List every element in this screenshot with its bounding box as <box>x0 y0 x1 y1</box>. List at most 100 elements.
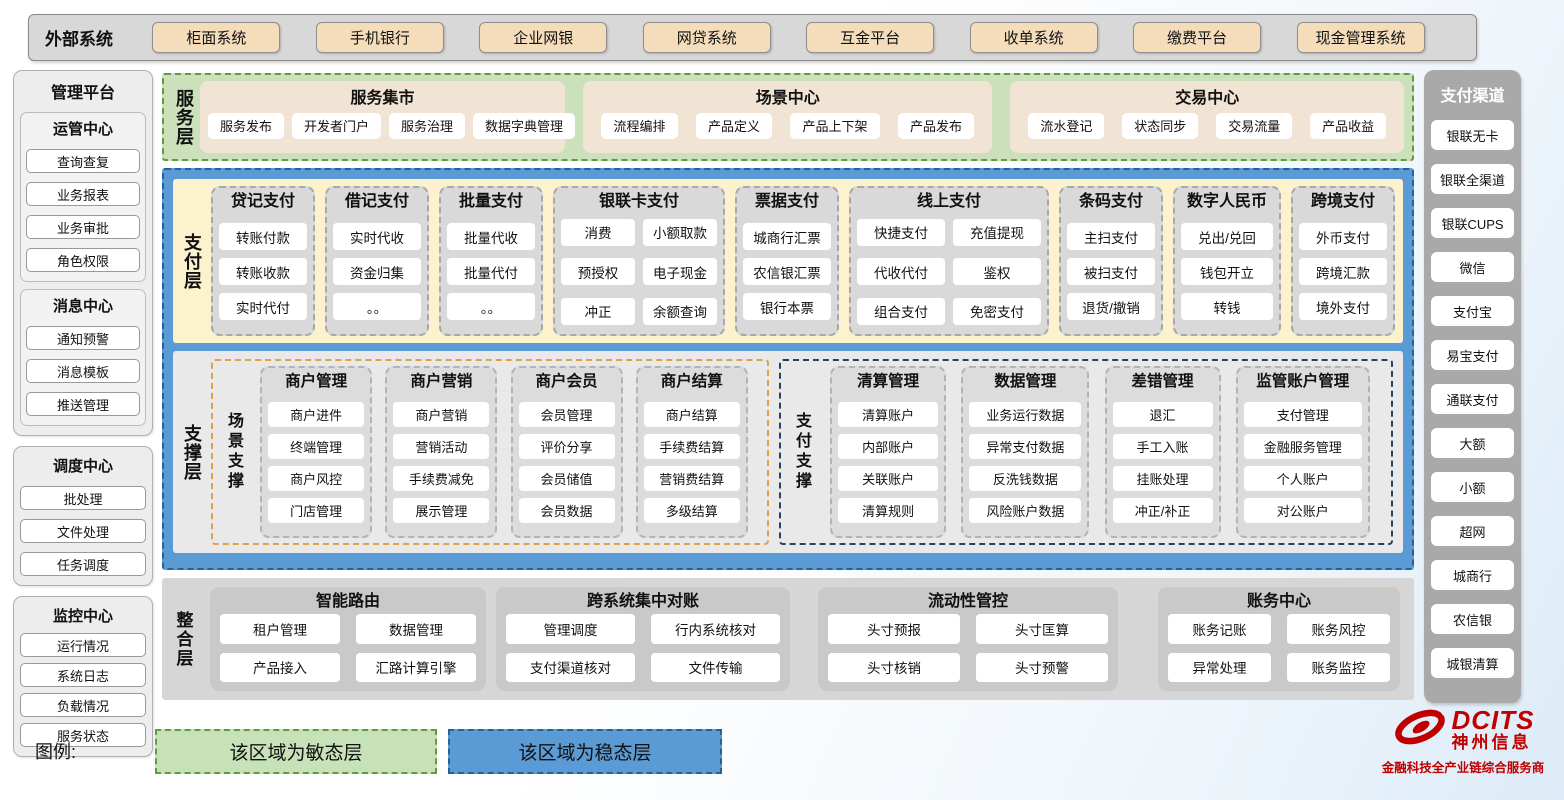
payment-column-credit: 贷记支付 转账付款 转账收款 实时代付 <box>211 186 315 336</box>
payment-function-box: 转账收款 <box>219 258 307 285</box>
column-title: 数字人民币 <box>1186 193 1267 210</box>
external-systems-label: 外部系统 <box>45 30 113 49</box>
group-monitoring-center: 监控中心 运行情况 系统日志 负载情况 服务状态 <box>13 596 153 757</box>
service-layer: 服务层 服务集市 服务发布 开发者门户 服务治理 数据字典管理 场景中心 流程编… <box>162 73 1414 161</box>
payment-function-box: 转账付款 <box>219 223 307 250</box>
group-title: 运管中心 <box>52 121 113 138</box>
service-function-box: 流水登记 <box>1028 112 1105 139</box>
support-function-box: 会员储值 <box>518 466 615 491</box>
management-function-box: 系统日志 <box>20 663 146 687</box>
management-function-box: 推送管理 <box>26 392 140 416</box>
integration-function-box: 产品接入 <box>220 652 340 682</box>
layer-label: 支撑层 <box>182 423 202 481</box>
service-function-box: 交易流量 <box>1216 112 1293 139</box>
payment-channels-title: 支付渠道 <box>1440 88 1505 105</box>
external-system-box: 收单系统 <box>969 22 1098 53</box>
payment-column-crossborder: 跨境支付 外币支付 跨境汇款 境外支付 <box>1291 186 1395 336</box>
integration-function-box: 头寸预警 <box>976 652 1108 682</box>
payment-function-box: 余额查询 <box>643 297 717 325</box>
support-function-box: 商户进件 <box>268 402 365 427</box>
channel-box: 城商行 <box>1431 560 1514 590</box>
service-function-box: 产品发布 <box>897 112 974 139</box>
integration-function-box: 数据管理 <box>356 614 476 644</box>
group-title: 交易中心 <box>1175 90 1240 107</box>
integration-function-box: 账务监控 <box>1287 652 1390 682</box>
support-function-box: 清算账户 <box>838 402 939 427</box>
management-platform-top-panel: 管理平台 运管中心 查询查复 业务报表 业务审批 角色权限 消息中心 通知预警 … <box>13 70 153 436</box>
service-group-market: 服务集市 服务发布 开发者门户 服务治理 数据字典管理 <box>200 81 576 153</box>
external-systems-list: 柜面系统 手机银行 企业网银 网贷系统 互金平台 收单系统 缴费平台 现金管理系… <box>117 22 1460 53</box>
support-function-box: 手续费结算 <box>643 434 740 459</box>
channel-box: 支付宝 <box>1431 296 1514 326</box>
service-function-box: 产品定义 <box>695 112 772 139</box>
support-layer: 支撑层 场景支撑 商户管理 商户进件 终端管理 商户风控 门店管理 商户营销 商… <box>173 351 1403 553</box>
payment-support-section: 支付支撑 清算管理 清算账户 内部账户 关联账户 清算规则 数据管理 业务运行数… <box>779 359 1393 545</box>
column-title: 批量支付 <box>458 193 523 210</box>
management-function-box: 查询查复 <box>26 149 140 173</box>
management-function-box: 角色权限 <box>26 248 140 272</box>
payment-function-box: 银行本票 <box>743 293 831 320</box>
external-system-box: 柜面系统 <box>152 22 281 53</box>
support-function-box: 门店管理 <box>268 498 365 523</box>
service-function-box: 状态同步 <box>1122 112 1199 139</box>
payment-function-box: 兑出/兑回 <box>1181 223 1273 250</box>
support-function-box: 商户风控 <box>268 466 365 491</box>
support-column-error-mgmt: 差错管理 退汇 手工入账 挂账处理 冲正/补正 <box>1104 366 1221 538</box>
column-title: 商户结算 <box>660 373 723 390</box>
section-label: 场景支撑 <box>225 412 242 492</box>
group-message-center: 消息中心 通知预警 消息模板 推送管理 <box>20 289 146 426</box>
column-title: 清算管理 <box>857 373 920 390</box>
support-column-data-mgmt: 数据管理 业务运行数据 异常支付数据 反洗钱数据 风险账户数据 <box>961 366 1090 538</box>
payment-channels-panel: 支付渠道 银联无卡 银联全渠道 银联CUPS 微信 支付宝 易宝支付 通联支付 … <box>1424 70 1521 703</box>
payment-function-box: 主扫支付 <box>1067 223 1155 250</box>
channel-box: 农信银 <box>1431 604 1514 634</box>
support-function-box: 会员管理 <box>518 402 615 427</box>
management-platform-title: 管理平台 <box>50 85 115 102</box>
column-title: 线上支付 <box>916 193 981 210</box>
integration-function-box: 头寸预报 <box>828 614 960 644</box>
management-function-box: 服务状态 <box>20 723 146 747</box>
column-title: 借记支付 <box>344 193 409 210</box>
support-function-box: 展示管理 <box>393 498 490 523</box>
payment-function-box: 组合支付 <box>857 297 945 325</box>
external-system-box: 手机银行 <box>315 22 444 53</box>
payment-function-box: 。。 <box>447 293 535 320</box>
payment-function-box: 冲正 <box>561 297 635 325</box>
payment-function-box: 实时代收 <box>333 223 421 250</box>
support-column-merchant-mgmt: 商户管理 商户进件 终端管理 商户风控 门店管理 <box>260 366 373 538</box>
payment-function-box: 免密支付 <box>953 297 1041 325</box>
service-group-scene-center: 场景中心 流程编排 产品定义 产品上下架 产品发布 <box>583 81 993 153</box>
support-function-box: 异常支付数据 <box>969 434 1082 459</box>
payment-column-digital-rmb: 数字人民币 兑出/兑回 钱包开立 转钱 <box>1173 186 1281 336</box>
service-group-trade-center: 交易中心 流水登记 状态同步 交易流量 产品收益 <box>1010 81 1404 153</box>
legend-label: 图例: <box>35 742 77 762</box>
channel-box: 易宝支付 <box>1431 340 1514 370</box>
integration-function-box: 头寸核销 <box>828 652 960 682</box>
service-function-box: 产品上下架 <box>790 112 880 139</box>
payment-column-online: 线上支付 快捷支付 充值提现 代收代付 鉴权 组合支付 免密支付 <box>849 186 1049 336</box>
support-column-clearing-mgmt: 清算管理 清算账户 内部账户 关联账户 清算规则 <box>830 366 947 538</box>
payment-column-barcode: 条码支付 主扫支付 被扫支付 退货/撤销 <box>1059 186 1163 336</box>
external-systems-bar: 外部系统 柜面系统 手机银行 企业网银 网贷系统 互金平台 收单系统 缴费平台 … <box>28 14 1477 61</box>
support-function-box: 退汇 <box>1112 402 1213 427</box>
channel-box: 通联支付 <box>1431 384 1514 414</box>
stable-blue-region: 支付层 贷记支付 转账付款 转账收款 实时代付 借记支付 实时代收 资金归集 。… <box>162 168 1414 570</box>
group-title: 监控中心 <box>52 608 113 625</box>
integration-function-box: 行内系统核对 <box>651 614 780 644</box>
payment-column-unionpay-card: 银联卡支付 消费 小额取款 预授权 电子现金 冲正 余额查询 <box>553 186 725 336</box>
brand-tagline: 金融科技全产业链综合服务商 <box>1381 761 1545 775</box>
payment-function-box: 代收代付 <box>857 258 945 285</box>
integration-function-box: 管理调度 <box>506 614 635 644</box>
payment-function-box: 城商行汇票 <box>743 223 831 250</box>
payment-function-box: 跨境汇款 <box>1299 258 1387 285</box>
group-title: 消息中心 <box>52 298 113 315</box>
management-function-box: 业务报表 <box>26 182 140 206</box>
external-system-box: 缴费平台 <box>1133 22 1262 53</box>
payment-function-box: 转钱 <box>1181 293 1273 320</box>
column-title: 差错管理 <box>1131 373 1194 390</box>
external-system-box: 企业网银 <box>479 22 608 53</box>
channel-box: 微信 <box>1431 252 1514 282</box>
brand-logo: DCITS 神州信息 金融科技全产业链综合服务商 <box>1368 706 1558 776</box>
management-function-box: 业务审批 <box>26 215 140 239</box>
payment-layer: 支付层 贷记支付 转账付款 转账收款 实时代付 借记支付 实时代收 资金归集 。… <box>173 179 1403 343</box>
